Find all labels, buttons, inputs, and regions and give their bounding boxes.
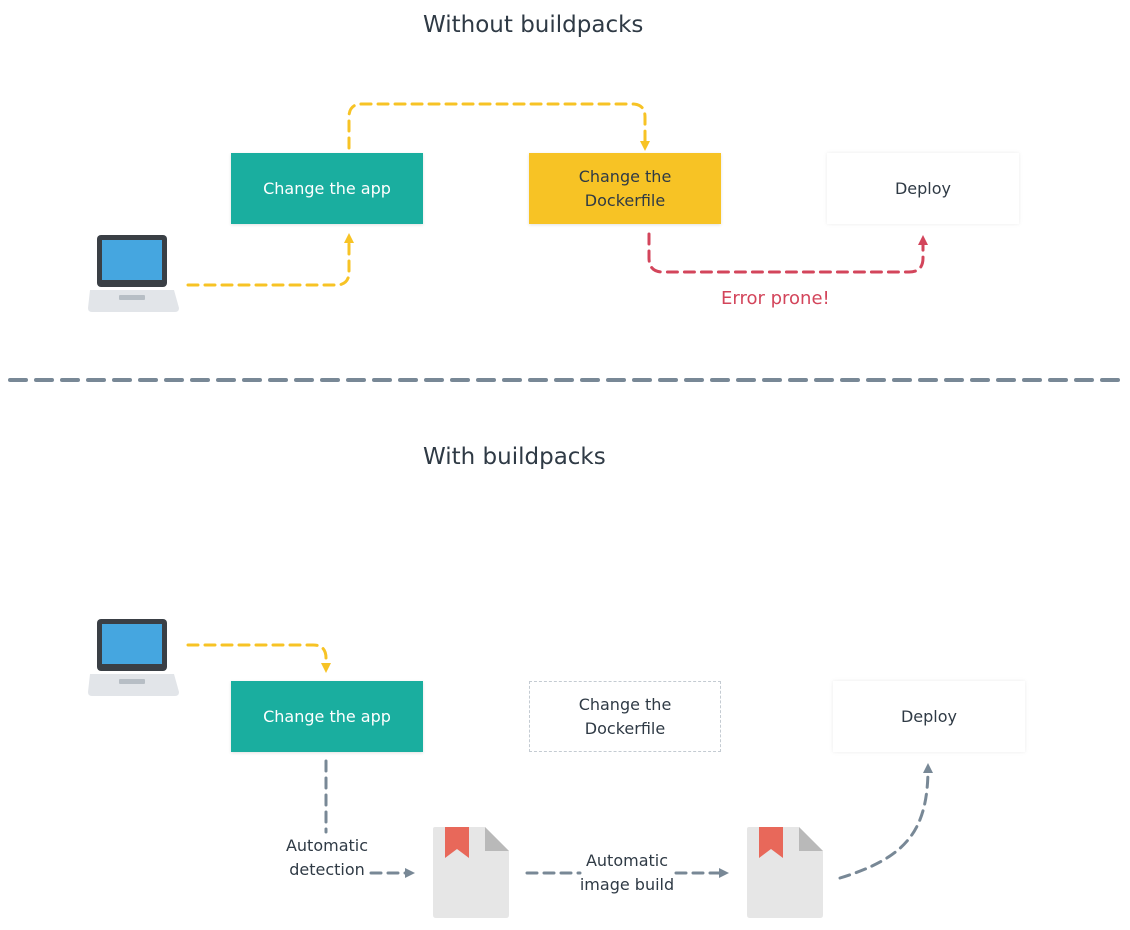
step-label: Change the Dockerfile [578, 166, 672, 210]
step-deploy-top: Deploy [827, 153, 1019, 224]
step-change-app-top: Change the app [231, 153, 423, 224]
connector-file-to-deploy [838, 763, 933, 880]
step-label: Change the app [263, 706, 391, 726]
file-icon [747, 827, 823, 918]
step-change-app-bottom: Change the app [231, 681, 423, 752]
file-icon [433, 827, 509, 918]
connector-dockerfile-to-deploy-top [647, 232, 928, 274]
step-label: Change the app [263, 178, 391, 198]
section-title-with-buildpacks: With buildpacks [423, 444, 606, 470]
step-change-dockerfile-bottom: Change the Dockerfile [529, 681, 721, 752]
laptop-icon [88, 619, 179, 696]
laptop-icon [88, 235, 179, 312]
automatic-detection-label: Automatic detection [285, 836, 369, 879]
step-label: Deploy [900, 706, 958, 726]
step-label: Change the Dockerfile [578, 694, 672, 738]
automatic-image-build-label: Automatic image build [579, 851, 675, 894]
connector-laptop-to-change-app-bottom [186, 643, 331, 673]
step-change-dockerfile-top: Change the Dockerfile [529, 153, 721, 224]
step-label: Deploy [894, 178, 952, 198]
connector-change-app-to-dockerfile-top [347, 102, 650, 151]
step-deploy-bottom: Deploy [833, 681, 1025, 752]
connector-laptop-to-change-app-top [186, 233, 354, 287]
error-prone-label: Error prone! [721, 288, 830, 309]
section-title-without-buildpacks: Without buildpacks [423, 12, 644, 38]
